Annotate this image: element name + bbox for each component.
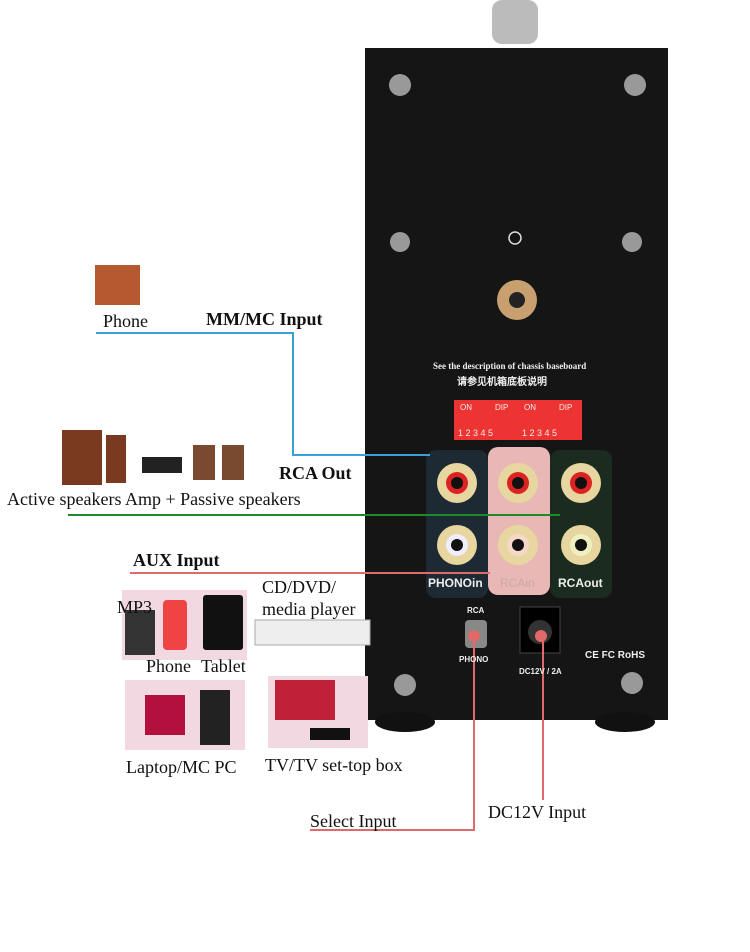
tablet-label: Tablet [201, 656, 246, 676]
chassis-note-en: See the description of chassis baseboard [433, 361, 587, 371]
ground-icon [508, 231, 522, 245]
aux-input-label: AUX Input [133, 550, 220, 570]
mp3-label: MP3 [117, 597, 153, 617]
screws [389, 74, 646, 696]
passive-speaker-image [193, 445, 215, 480]
vacuum-tube [492, 0, 538, 44]
mm-mc-input-line [96, 332, 430, 456]
rca-in-label: RCAin [500, 576, 535, 590]
rca-jacks[interactable] [437, 463, 601, 565]
dip-numbers-2: 1 2 3 4 5 [522, 428, 558, 438]
foot [375, 712, 435, 732]
switch-rca-label: RCA [467, 606, 485, 615]
speakers-label: Active speakers Amp + Passive speakers [7, 489, 301, 509]
phone-label: Phone [146, 656, 191, 676]
laptop-label: Laptop/MC PC [126, 757, 237, 777]
select-input-label: Select Input [310, 811, 397, 831]
phono-in-label: PHONOin [428, 576, 483, 590]
turntable-image [95, 265, 140, 305]
power-rating-label: DC12V / 2A [519, 667, 562, 676]
cd-player-image [254, 619, 371, 646]
rca-out-label: RCAout [558, 576, 603, 590]
tv-label: TV/TV set-top box [265, 755, 403, 775]
phone-top-label: Phone [103, 311, 148, 331]
dip-numbers: 1 2 3 4 5 [458, 428, 494, 438]
rca-out-text: RCA Out [279, 463, 352, 483]
foot [595, 712, 655, 732]
dip-switches[interactable] [454, 400, 582, 440]
select-input-line [310, 636, 475, 831]
dc-input-label: DC12V Input [488, 802, 587, 822]
chassis-note-cn: 请参见机箱底板说明 [457, 377, 547, 388]
dip-label-2: DIP [559, 403, 573, 412]
dip-on-label-2: ON [524, 403, 536, 412]
mm-mc-input-label: MM/MC Input [206, 309, 323, 329]
switch-phono-label: PHONO [459, 655, 489, 664]
speaker-image [62, 430, 102, 485]
cd-player-label: CD/DVD/ media player [262, 577, 356, 619]
amp-image [142, 457, 182, 473]
certification-marks: CE FC RoHS [585, 650, 645, 661]
dip-on-label: ON [460, 403, 472, 412]
amp-chassis [365, 48, 668, 720]
dip-label: DIP [495, 403, 509, 412]
